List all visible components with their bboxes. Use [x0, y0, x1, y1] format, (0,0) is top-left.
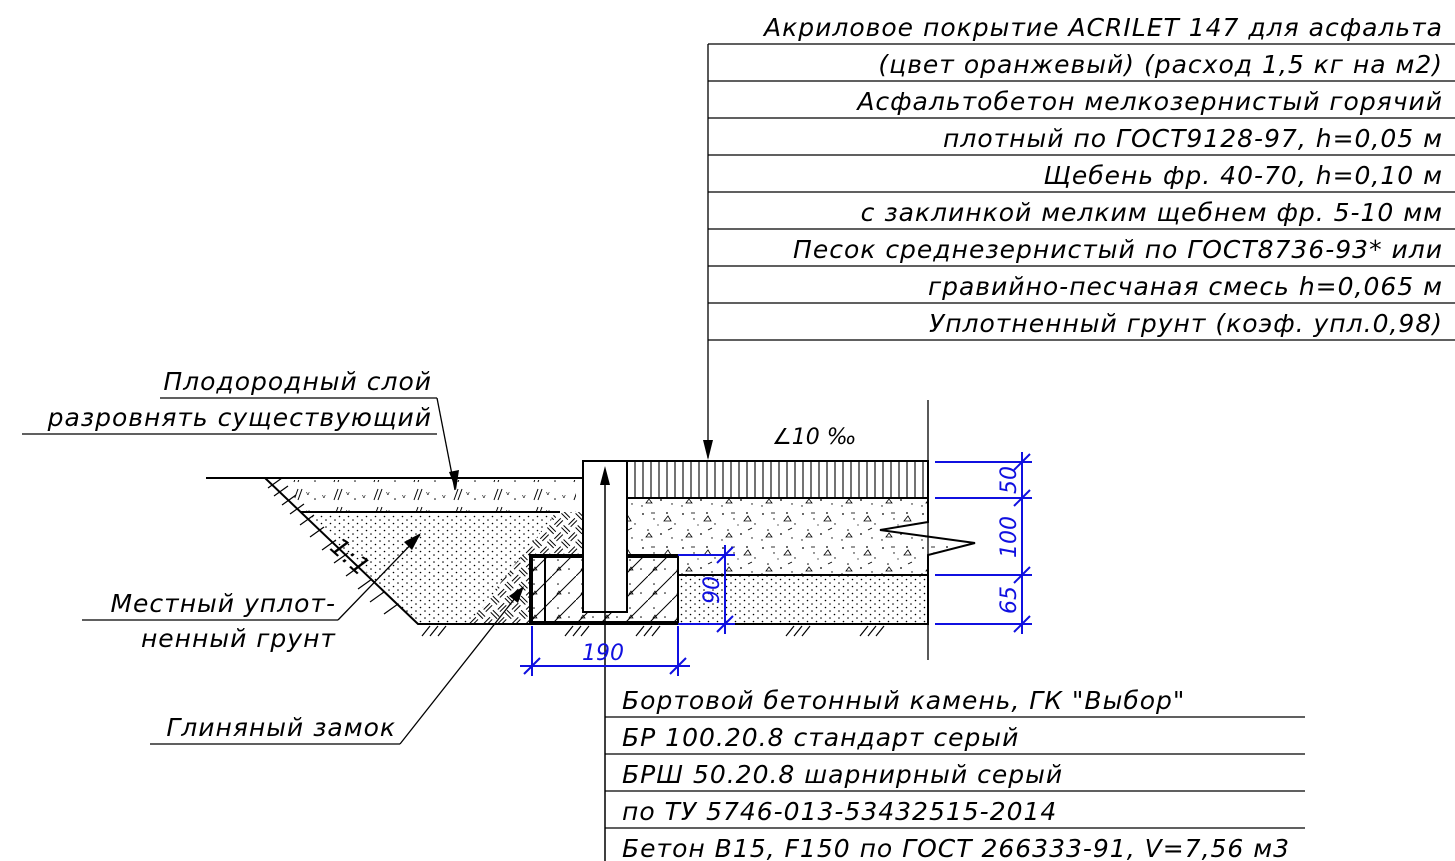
clay-lock-fill — [468, 512, 583, 624]
clay-lock-label: Глиняный замок — [166, 713, 396, 742]
note-layer-line-3: Асфальтобетон мелкозернистый горячий — [855, 87, 1443, 116]
sand-layer — [677, 574, 929, 625]
local-soil-label-1: Местный уплот- — [110, 589, 336, 618]
note-layer-line-6: с заклинкой мелким щебнем фр. 5-10 мм — [861, 198, 1443, 227]
note-layer-line-7: Песок среднезернистый по ГОСТ8736-93* ил… — [793, 235, 1443, 264]
curb-note-line-2: БР 100.20.8 стандарт серый — [622, 723, 1019, 752]
topsoil-layer — [278, 480, 576, 512]
curb-note-line-4: по ТУ 5746-013-53432515-2014 — [622, 797, 1057, 826]
fertile-layer-callout: Плодородный слой разровнять существующий — [22, 367, 459, 491]
local-soil-callout: Местный уплот- ненный грунт — [82, 533, 421, 653]
dim-foundation-width: 190 — [582, 641, 624, 666]
dim-sand: 65 — [997, 586, 1022, 614]
note-layer-line-2: (цвет оранжевый) (расход 1,5 кг на м2) — [878, 50, 1443, 79]
local-soil-label-2: ненный грунт — [141, 624, 336, 653]
curb-note-line-1: Бортовой бетонный камень, ГК "Выбор" — [622, 686, 1185, 715]
dim-curb-depth: 90 — [700, 576, 725, 604]
slope-label: ∠10 ‰ — [772, 425, 856, 450]
fertile-layer-label-2: разровнять существующий — [47, 403, 432, 432]
note-layer-line-8: гравийно-песчаная смесь h=0,065 м — [928, 272, 1443, 301]
note-layer-line-9: Уплотненный грунт (коэф. упл.0,98) — [929, 309, 1443, 338]
gravel-layer — [626, 497, 976, 576]
dim-asphalt: 50 — [997, 466, 1022, 494]
dimension-lines: 50 100 65 90 190 — [520, 452, 1032, 676]
curb-note-line-5: Бетон В15, F150 по ГОСТ 266333-91, V=7,5… — [622, 834, 1290, 861]
dim-gravel: 100 — [997, 516, 1022, 558]
ground-hatching — [267, 477, 885, 637]
bottom-callout: Бортовой бетонный камень, ГК "Выбор" БР … — [605, 686, 1305, 861]
top-right-callout: Акриловое покрытие ACRILET 147 для асфал… — [703, 13, 1455, 460]
slope-mark: ∠10 ‰ — [772, 425, 856, 450]
curb-note-line-3: БРШ 50.20.8 шарнирный серый — [622, 760, 1063, 789]
note-layer-line-4: плотный по ГОСТ9128-97, h=0,05 м — [943, 124, 1443, 153]
local-soil-fill — [308, 514, 556, 624]
fertile-layer-label-1: Плодородный слой — [163, 367, 432, 396]
note-layer-line-5: Щебень фр. 40-70, h=0,10 м — [1044, 161, 1444, 190]
asphalt-layer — [626, 460, 929, 499]
note-layer-line-1: Акриловое покрытие ACRILET 147 для асфал… — [762, 13, 1443, 42]
